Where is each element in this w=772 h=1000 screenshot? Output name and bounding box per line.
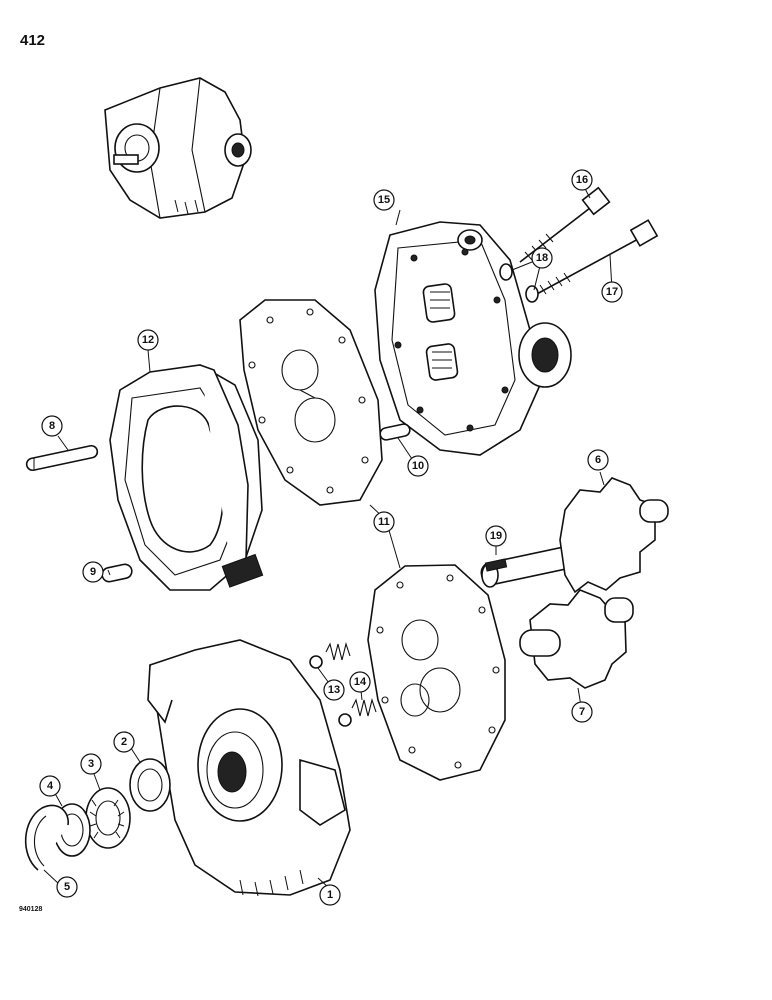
driven-gear-part-7 — [519, 589, 634, 689]
callout-18: 18 — [531, 247, 553, 269]
callout-14-label: 14 — [354, 676, 367, 688]
callout-12-label: 12 — [142, 334, 154, 346]
callout-15: 15 — [373, 189, 395, 211]
gasket-part-11-upper — [239, 299, 383, 506]
callout-12: 12 — [137, 329, 159, 351]
thrust-bearing-part-3 — [85, 787, 131, 849]
callout-4: 4 — [39, 775, 61, 797]
spring-part-14 — [325, 642, 377, 717]
callout-4-label: 4 — [47, 780, 54, 792]
callout-11-label: 11 — [378, 516, 390, 528]
callout-15-label: 15 — [378, 194, 390, 206]
callout-6-label: 6 — [595, 454, 601, 466]
callout-9-label: 9 — [90, 566, 96, 578]
key-part-19 — [484, 558, 508, 572]
dowel-pin-part-9 — [101, 563, 133, 583]
dowel-pin-part-8 — [25, 444, 99, 472]
callout-6: 6 — [587, 449, 609, 471]
callout-8-label: 8 — [49, 420, 55, 432]
rear-cover-part-15 — [374, 221, 572, 456]
callout-1-label: 1 — [327, 889, 333, 901]
callout-5: 5 — [56, 876, 78, 898]
callout-5-label: 5 — [64, 881, 70, 893]
callout-17-label: 17 — [606, 286, 618, 298]
gear-housing-part-12 — [109, 364, 264, 591]
callout-13: 13 — [323, 679, 345, 701]
callout-16: 16 — [571, 169, 593, 191]
check-ball-part-13 — [309, 655, 352, 727]
callout-14: 14 — [349, 671, 371, 693]
oil-seal-part-2 — [129, 758, 171, 812]
washer-part-18 — [499, 263, 539, 303]
snap-ring-part-5 — [24, 804, 69, 871]
callout-13-label: 13 — [328, 684, 340, 696]
callout-8: 8 — [41, 415, 63, 437]
callout-2-label: 2 — [121, 736, 127, 748]
callout-1: 1 — [319, 884, 341, 906]
callout-2: 2 — [113, 731, 135, 753]
callout-10-label: 10 — [412, 460, 424, 472]
callout-11: 11 — [373, 511, 395, 533]
bolt-part-17 — [534, 219, 659, 296]
callout-10: 10 — [407, 455, 429, 477]
callout-7-label: 7 — [579, 706, 585, 718]
front-housing-part-1 — [147, 639, 351, 897]
callout-19-label: 19 — [490, 530, 502, 542]
callout-19: 19 — [485, 525, 507, 547]
assembled-pump-illustration — [104, 77, 252, 219]
callout-7: 7 — [571, 701, 593, 723]
callout-16-label: 16 — [576, 174, 588, 186]
callout-17: 17 — [601, 281, 623, 303]
callout-3-label: 3 — [88, 758, 94, 770]
callout-3: 3 — [80, 753, 102, 775]
callout-18-label: 18 — [536, 252, 548, 264]
callout-9: 9 — [82, 561, 104, 583]
gasket-part-11-lower — [367, 564, 506, 781]
figure-code: 940128 — [19, 906, 43, 913]
drive-gear-shaft-part-6 — [480, 477, 669, 594]
bolt-part-16 — [519, 186, 611, 263]
page-number: 412 — [20, 32, 46, 49]
dowel-pin-part-10 — [379, 423, 411, 441]
